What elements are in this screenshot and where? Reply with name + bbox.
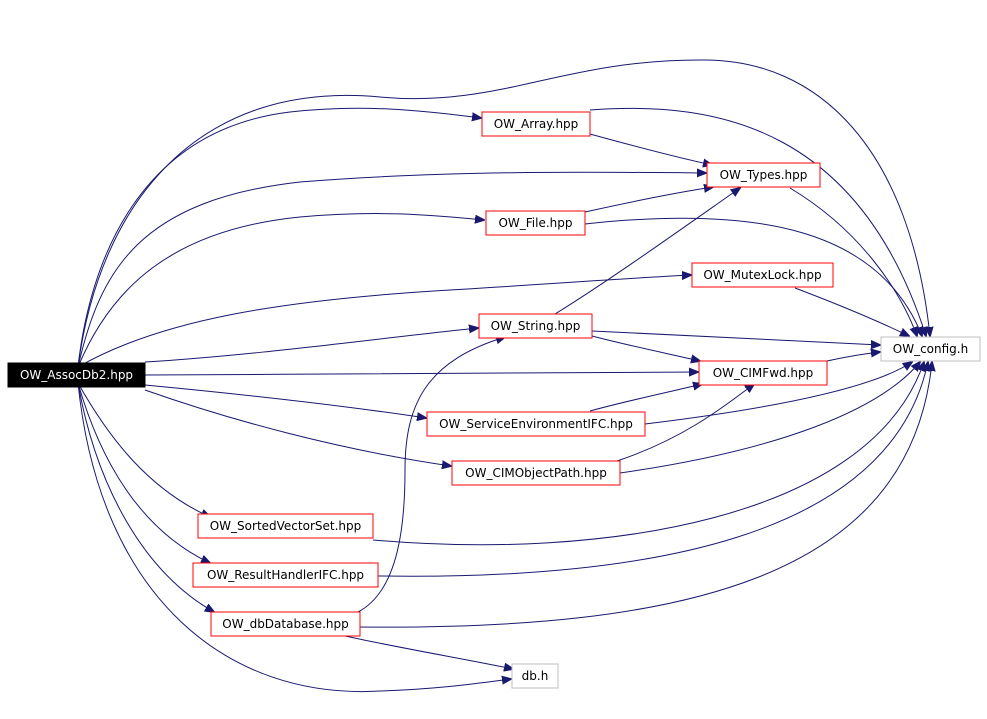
dependency-edges — [77, 59, 932, 693]
node-resulthandler[interactable]: OW_ResultHandlerIFC.hpp — [192, 562, 379, 588]
node-config[interactable]: OW_config.h — [880, 336, 981, 362]
edge-assocdb2-mutexlock — [77, 275, 691, 368]
node-label: OW_config.h — [893, 342, 968, 356]
node-string[interactable]: OW_String.hpp — [478, 313, 593, 339]
edge-file-types — [584, 187, 713, 213]
edge-array-config — [589, 107, 926, 336]
node-label: OW_CIMObjectPath.hpp — [465, 466, 607, 480]
edge-assocdb2-serviceenv — [144, 384, 426, 418]
node-label: OW_File.hpp — [498, 216, 572, 230]
edge-assocdb2-dbdatabase — [77, 382, 214, 612]
edge-assocdb2-array — [77, 107, 481, 368]
edge-array-types — [589, 133, 712, 165]
node-assocdb2[interactable]: OW_AssocDb2.hpp — [7, 362, 146, 388]
header-nodes: OW_AssocDb2.hpp OW_Array.hpp OW_Types.hp… — [7, 111, 981, 689]
node-label: OW_MutexLock.hpp — [703, 268, 821, 282]
node-label: OW_dbDatabase.hpp — [222, 617, 348, 631]
edge-assocdb2-cimobjpath — [144, 389, 451, 466]
node-label: OW_String.hpp — [491, 319, 581, 333]
edge-dbdatabase-config — [359, 362, 932, 628]
edge-file-config — [584, 217, 922, 336]
node-label: db.h — [522, 669, 549, 683]
edge-serviceenv-config — [644, 362, 912, 425]
node-serviceenv[interactable]: OW_ServiceEnvironmentIFC.hpp — [426, 411, 646, 437]
node-label: OW_SortedVectorSet.hpp — [210, 519, 362, 533]
node-cimobjpath[interactable]: OW_CIMObjectPath.hpp — [451, 460, 621, 486]
edge-assocdb2-dbh — [77, 382, 511, 693]
node-label: OW_ResultHandlerIFC.hpp — [207, 568, 364, 582]
node-mutexlock[interactable]: OW_MutexLock.hpp — [691, 262, 834, 288]
edge-assocdb2-config — [77, 59, 930, 368]
edge-types-config — [789, 187, 917, 336]
edge-assocdb2-cimfwd — [144, 372, 698, 375]
node-dbdatabase[interactable]: OW_dbDatabase.hpp — [210, 611, 361, 637]
edge-assocdb2-types — [77, 172, 706, 368]
edge-mutexlock-config — [794, 287, 909, 336]
edge-cimobjpath-config — [619, 362, 920, 474]
node-cimfwd[interactable]: OW_CIMFwd.hpp — [698, 360, 828, 386]
node-label: OW_AssocDb2.hpp — [20, 368, 133, 382]
edge-string-config — [591, 330, 880, 345]
edge-dbdatabase-string — [357, 337, 505, 613]
edge-serviceenv-cimfwd — [589, 384, 702, 412]
edge-assocdb2-sortedvec — [77, 382, 210, 517]
node-label: OW_Array.hpp — [494, 117, 579, 131]
node-label: OW_ServiceEnvironmentIFC.hpp — [439, 417, 633, 431]
node-dbh[interactable]: db.h — [511, 663, 559, 689]
node-file[interactable]: OW_File.hpp — [485, 210, 586, 236]
edge-assocdb2-file — [77, 213, 484, 368]
node-label: OW_Types.hpp — [720, 168, 808, 182]
node-sortedvec[interactable]: OW_SortedVectorSet.hpp — [197, 513, 374, 539]
edge-assocdb2-resulthandler — [77, 382, 210, 563]
node-array[interactable]: OW_Array.hpp — [481, 111, 591, 137]
edge-string-types — [554, 188, 740, 315]
edge-cimfwd-config — [826, 352, 880, 362]
node-label: OW_CIMFwd.hpp — [713, 366, 814, 380]
node-types[interactable]: OW_Types.hpp — [706, 162, 821, 188]
edge-sortedvec-config — [372, 362, 924, 546]
edge-assocdb2-string — [144, 328, 478, 363]
edge-string-cimfwd — [591, 335, 700, 361]
edge-dbdatabase-dbh — [344, 635, 513, 669]
edge-cimobjpath-cimfwd — [616, 384, 754, 462]
edge-resulthandler-config — [377, 362, 928, 577]
